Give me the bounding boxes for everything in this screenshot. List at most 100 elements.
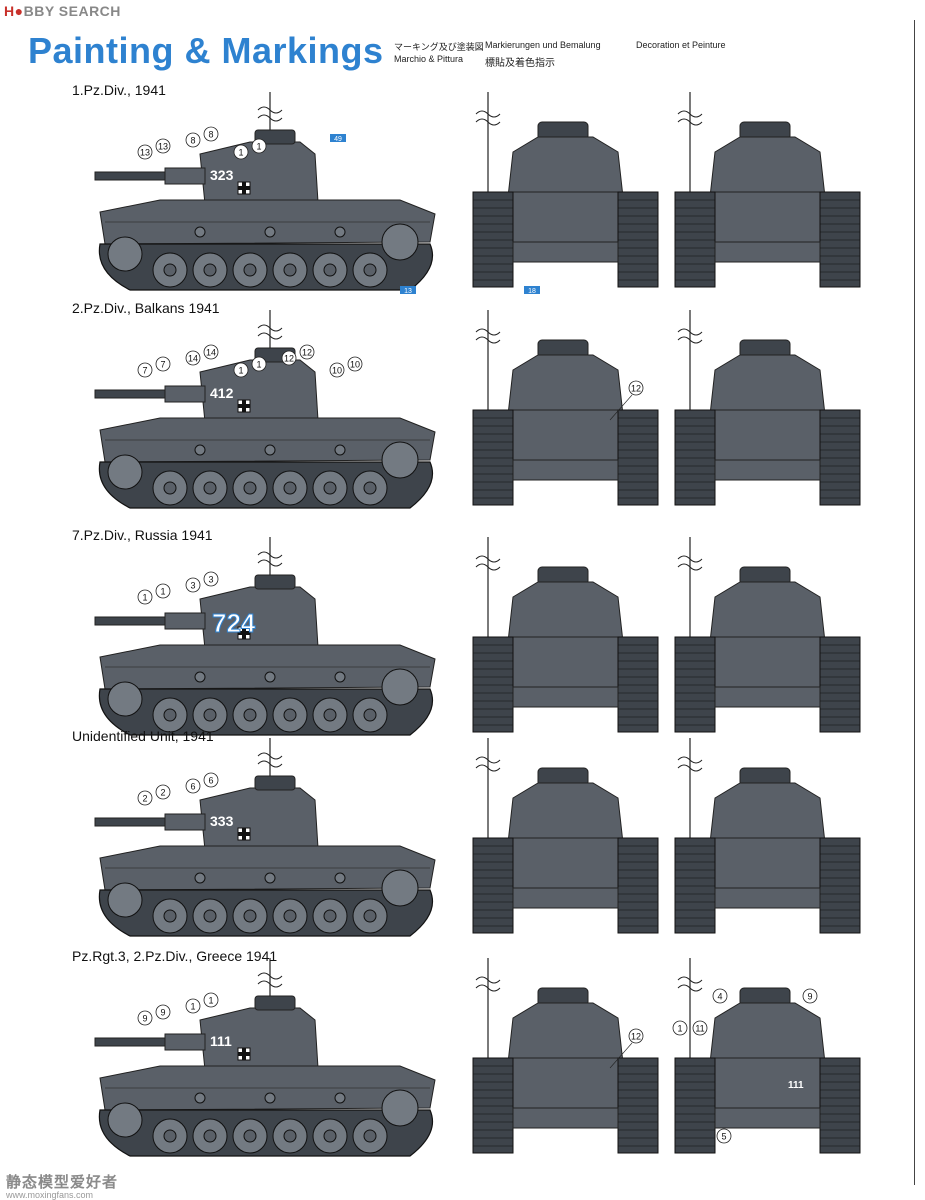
- svg-text:1: 1: [142, 593, 147, 603]
- svg-text:13: 13: [404, 288, 412, 295]
- callout-number: 12: [628, 380, 644, 396]
- svg-text:13: 13: [140, 148, 150, 158]
- svg-text:2: 2: [142, 794, 147, 804]
- svg-text:12: 12: [284, 354, 294, 364]
- callout-number: 9: [802, 988, 818, 1004]
- callout-number: 6: [203, 772, 219, 788]
- callout-number: 9: [137, 1010, 153, 1026]
- tank-side-view: [94, 537, 436, 736]
- section-label: Unidentified Unit, 1941: [72, 728, 214, 744]
- svg-text:8: 8: [208, 130, 213, 140]
- tank-front-view: [472, 92, 659, 288]
- svg-text:4: 4: [717, 992, 722, 1002]
- callout-number: 7: [137, 362, 153, 378]
- tank-side-view: [94, 958, 436, 1157]
- cross-insignia: [237, 181, 251, 195]
- svg-text:7: 7: [142, 366, 147, 376]
- turret-number: 111: [210, 1033, 232, 1049]
- svg-text:3: 3: [190, 581, 195, 591]
- watermark: H●BBY SEARCH: [4, 3, 121, 19]
- tank-front-view: [472, 537, 659, 733]
- turret-number: 323: [210, 167, 234, 183]
- callout-number: 7: [155, 356, 171, 372]
- page-title: Painting & Markings: [28, 30, 384, 71]
- svg-text:1: 1: [256, 360, 261, 370]
- tank-illustration: 323 13 13 8 8 11 49 13 18: [94, 92, 861, 295]
- svg-text:1: 1: [256, 142, 261, 152]
- footer-site-name: 静态模型爱好者: [6, 1174, 119, 1191]
- svg-text:1: 1: [160, 587, 165, 597]
- tank-side-view: [94, 310, 436, 509]
- callout-number: 1: [233, 144, 249, 160]
- svg-text:8: 8: [190, 136, 195, 146]
- subtitle-cn: 標貼及着色指示: [485, 58, 555, 69]
- svg-text:3: 3: [208, 575, 213, 585]
- tank-side-view: [94, 738, 436, 937]
- callout-number: 2: [137, 790, 153, 806]
- tank-illustration: 333 2 2 66: [94, 738, 861, 937]
- callout-number: 14: [185, 350, 201, 366]
- callout-number: 14: [203, 344, 219, 360]
- callout-number: 13: [137, 144, 153, 160]
- callout-number: 2: [155, 784, 171, 800]
- svg-text:1: 1: [238, 366, 243, 376]
- cross-insignia: [237, 1047, 251, 1061]
- svg-text:9: 9: [160, 1008, 165, 1018]
- svg-text:18: 18: [528, 288, 536, 295]
- rear-number: 111: [788, 1080, 804, 1091]
- tank-front-view: [472, 958, 659, 1154]
- callout-number: 8: [203, 126, 219, 142]
- svg-text:12: 12: [631, 1032, 641, 1042]
- callout-number: 1: [251, 356, 267, 372]
- callout-number: 3: [203, 571, 219, 587]
- callout-number: 6: [185, 778, 201, 794]
- section-label: 2.Pz.Div., Balkans 1941: [72, 300, 220, 316]
- tank-front-view: [472, 310, 659, 506]
- tank-front-view: [674, 958, 861, 1154]
- callout-number: 1: [233, 362, 249, 378]
- callout-number: 12: [281, 350, 297, 366]
- cross-insignia: [237, 399, 251, 413]
- svg-text:11: 11: [695, 1024, 704, 1034]
- svg-text:13: 13: [158, 142, 168, 152]
- svg-text:14: 14: [206, 348, 216, 358]
- svg-text:9: 9: [807, 992, 812, 1002]
- svg-text:2: 2: [160, 788, 165, 798]
- callout-number: 12: [628, 1028, 644, 1044]
- callout-number: 4: [712, 988, 728, 1004]
- section-label: 7.Pz.Div., Russia 1941: [72, 527, 213, 543]
- svg-text:5: 5: [721, 1132, 726, 1142]
- callout-number: 12: [299, 344, 315, 360]
- tank-front-view: [674, 738, 861, 934]
- cross-insignia: [237, 827, 251, 841]
- callout-number: 13: [155, 138, 171, 154]
- callout-number: 8: [185, 132, 201, 148]
- svg-text:1: 1: [677, 1024, 682, 1034]
- svg-text:6: 6: [190, 782, 195, 792]
- subtitle-fr: Decoration et Peinture: [636, 40, 726, 50]
- tank-side-view: [94, 92, 436, 291]
- callout-number: 5: [716, 1128, 732, 1144]
- svg-text:12: 12: [302, 348, 312, 358]
- turret-number: 333: [210, 813, 234, 829]
- svg-text:12: 12: [631, 384, 641, 394]
- callout-number: 1: [155, 583, 171, 599]
- svg-text:10: 10: [350, 360, 360, 370]
- svg-text:1: 1: [190, 1002, 195, 1012]
- callout-number: 1: [251, 138, 267, 154]
- callout-number: 10: [329, 362, 345, 378]
- tank-front-view: [674, 92, 861, 288]
- decal-tag: 13: [400, 286, 416, 295]
- callout-number: 1: [203, 992, 219, 1008]
- svg-text:7: 7: [160, 360, 165, 370]
- svg-text:49: 49: [334, 136, 342, 143]
- page-border-line: [914, 20, 915, 1185]
- section-label: Pz.Rgt.3, 2.Pz.Div., Greece 1941: [72, 948, 278, 964]
